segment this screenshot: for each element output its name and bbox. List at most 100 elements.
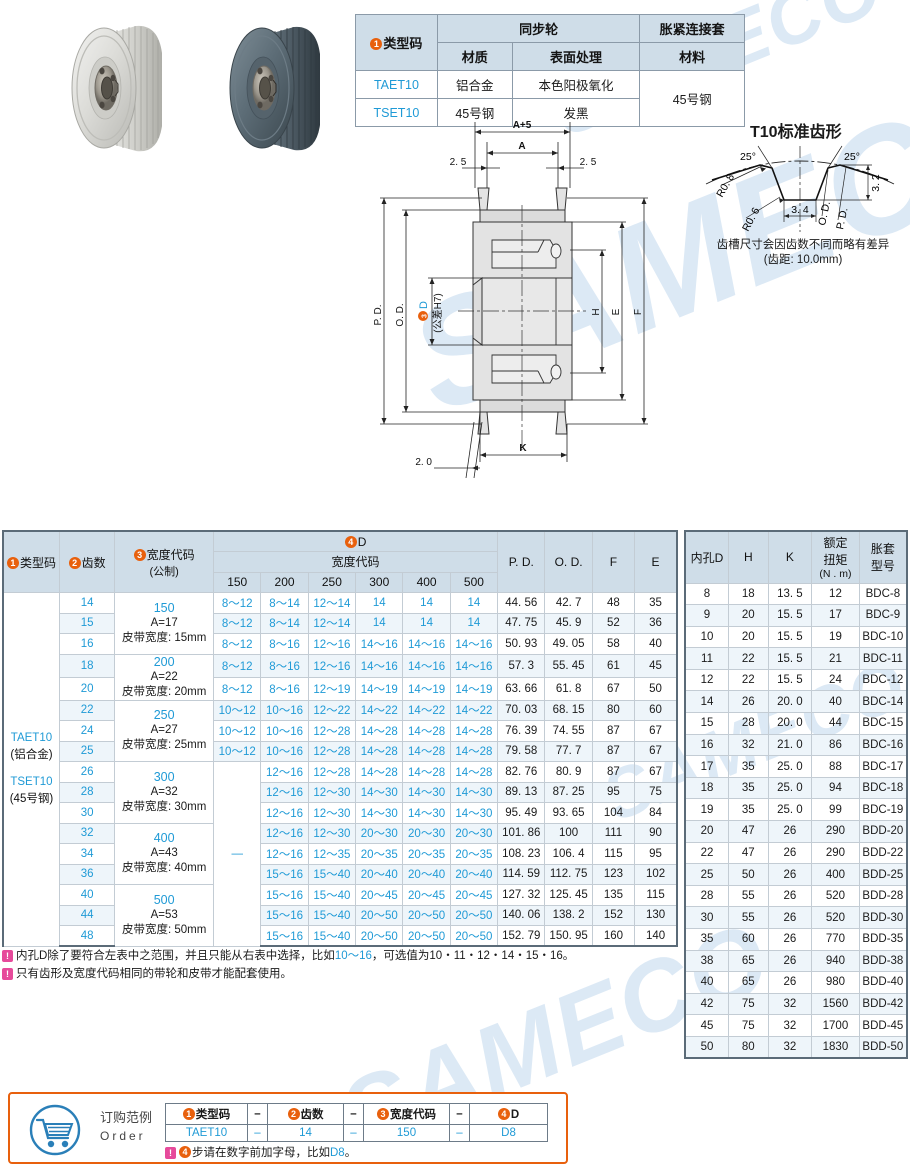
material-header-bush: 胀紧连接套 [639, 14, 745, 43]
cell-teeth: 16 [58, 633, 116, 655]
cell-bore-k: 32 [767, 992, 813, 1016]
cell-bush-model: BDD-42 [858, 992, 908, 1016]
cell-d-range: 14～19 [402, 676, 451, 701]
cell-torque: 290 [811, 820, 860, 843]
cell-teeth: 25 [58, 740, 116, 762]
cell-e: 130 [634, 904, 679, 926]
cell-bush-model: BDD-28 [858, 884, 908, 908]
cell-torque: 520 [811, 884, 860, 908]
cell-od: 150. 95 [544, 925, 593, 947]
cell-d-range: 14～30 [449, 802, 499, 824]
cell-pd: 114. 59 [497, 863, 546, 885]
cell-od: 55. 45 [544, 653, 593, 678]
cell-bore-k: 26 [767, 820, 813, 843]
header-bore-k: K [767, 530, 813, 584]
svg-text:2. 5: 2. 5 [450, 157, 467, 168]
cell-d-range: 10～12 [213, 699, 262, 721]
footnotes: !内孔D除了要符合左表中之范围，并且只能从右表中选择，比如10～16，可选值为1… [2, 948, 678, 983]
cell-bore-h: 20 [728, 625, 769, 649]
cell-d-range: 10～12 [213, 720, 262, 742]
cell-e: 67 [634, 740, 679, 762]
cell-pd: 57. 3 [497, 653, 546, 678]
cell-bush-model: BDC-8 [858, 582, 908, 606]
cell-e: 67 [634, 720, 679, 742]
cell-bore-h: 60 [728, 928, 769, 951]
cell-d-range: 14～30 [355, 802, 404, 824]
cell-d-range: 12～16 [260, 822, 309, 844]
cell-d-range: 20～30 [449, 822, 499, 844]
cell-torque: 1560 [811, 992, 860, 1016]
cell-d-range: 14～22 [355, 699, 404, 721]
cell-bore-h: 50 [728, 863, 769, 886]
cell-bore-h: 35 [728, 776, 769, 800]
cell-teeth: 32 [58, 822, 116, 844]
cell-pd: 89. 13 [497, 781, 546, 803]
cell-od: 68. 15 [544, 699, 593, 721]
cell-bore-k: 26 [767, 971, 813, 994]
svg-text:O. D.: O. D. [816, 200, 833, 226]
header-f: F [591, 530, 636, 593]
svg-text:R0. 8: R0. 8 [714, 172, 737, 200]
cell-bore-k: 26 [767, 841, 813, 865]
cell-bush-model: BDD-45 [858, 1014, 908, 1037]
cell-f: 58 [591, 633, 636, 655]
badge-1: 1 [182, 1108, 195, 1120]
cell-bore-d: 12 [684, 668, 730, 692]
cell-d-range: 15～40 [307, 904, 357, 926]
warning-icon: ! [2, 967, 13, 980]
cell-torque: 1700 [811, 1014, 860, 1037]
material-header-pulley: 同步轮 [436, 14, 641, 43]
svg-text:D: D [418, 301, 430, 309]
cell-d-range: 14 [449, 592, 499, 614]
order-sep: – [247, 1124, 268, 1142]
material-subheader-surface: 表面处理 [511, 42, 641, 71]
cell-bore-h: 26 [728, 690, 769, 714]
cell-od: 106. 4 [544, 843, 593, 865]
tooth-profile-drawing: 25° 25° 3. 4 3. 2 R0. 8 R0. 6 O. D. P. D… [700, 140, 900, 245]
badge-2: 2 [68, 556, 81, 569]
cell-bore-h: 28 [728, 712, 769, 735]
cell-od: 138. 2 [544, 904, 593, 926]
badge-1: 1 [370, 38, 383, 50]
cell-f: 80 [591, 699, 636, 721]
cell-d-range: 10～16 [260, 699, 309, 721]
cell-f: 52 [591, 612, 636, 634]
header-od: O. D. [544, 530, 593, 593]
cell-d-range: 14～19 [355, 676, 404, 701]
cell-d-range: 20～50 [449, 925, 499, 947]
cell-d-range: 12～30 [307, 781, 357, 803]
cell-bore-k: 15. 5 [767, 647, 813, 670]
cell-d-range: 12～16 [260, 761, 309, 783]
cell-bore-k: 13. 5 [767, 582, 813, 606]
cell-bush-model: BDC-14 [858, 690, 908, 714]
cell-d-range: 14～30 [402, 781, 451, 803]
cell-teeth: 28 [58, 781, 116, 803]
header-width-250: 250 [307, 571, 357, 593]
cell-d-range: 12～16 [307, 633, 357, 655]
cell-f: 123 [591, 863, 636, 885]
cell-d-range: 14～22 [402, 699, 451, 721]
cell-e: 90 [634, 822, 679, 844]
cell-bush-model: BDD-40 [858, 971, 908, 994]
cell-teeth: 44 [58, 904, 116, 926]
svg-text:R0. 6: R0. 6 [740, 205, 762, 233]
material-code: TAET10 [355, 70, 438, 99]
svg-text:E: E [611, 308, 622, 315]
cell-d-range: 14～16 [355, 633, 404, 655]
